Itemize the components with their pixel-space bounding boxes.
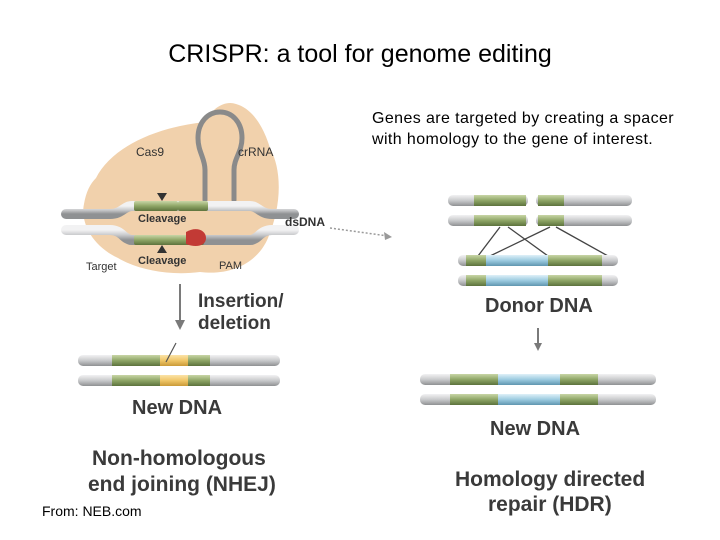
dsdna-label: dsDNA [285, 215, 325, 229]
target-label: Target [86, 261, 117, 273]
new-dna-right-label: New DNA [490, 418, 580, 440]
dsdna-pointer-head [384, 232, 392, 240]
dsdna-bottom-strand [61, 225, 299, 246]
cleavage-marker-bottom [157, 245, 167, 253]
new-dna-left-label: New DNA [132, 397, 222, 419]
nhej-new-dna [78, 342, 280, 386]
pam-label: PAM [219, 260, 242, 272]
description-text: Genes are targeted by creating a spacer … [372, 110, 674, 148]
dsdna-pointer-line [329, 227, 389, 237]
slide-title: CRISPR: a tool for genome editing [168, 40, 552, 68]
homology-crossover-lines [477, 226, 609, 257]
nhej-title-1: Non-homologous [92, 447, 266, 470]
insertion-label-2: deletion [198, 313, 271, 334]
nhej-title-2: end joining (NHEJ) [88, 473, 276, 496]
pam-site [186, 229, 206, 246]
insertion-label-1: Insertion/ [198, 291, 284, 312]
cleavage-label-bottom: Cleavage [138, 255, 186, 267]
crrna-label: crRNA [238, 145, 273, 159]
cleavage-marker-top [157, 193, 167, 201]
hdr-cut-dna [448, 195, 632, 226]
cas9-protein [83, 102, 279, 274]
dsdna-top-strand [61, 201, 299, 219]
source-credit: From: NEB.com [42, 503, 142, 519]
nhej-arrow-head [175, 320, 185, 330]
cleavage-label-top: Cleavage [138, 213, 186, 225]
crrna-strand [195, 109, 245, 203]
hdr-arrow-head [534, 343, 542, 351]
donor-dna-label: Donor DNA [485, 295, 593, 317]
donor-dna [458, 255, 618, 286]
hdr-title-2: repair (HDR) [488, 493, 612, 516]
hdr-title-1: Homology directed [455, 468, 645, 491]
hdr-new-dna [420, 374, 656, 405]
cas9-label: Cas9 [136, 145, 164, 159]
